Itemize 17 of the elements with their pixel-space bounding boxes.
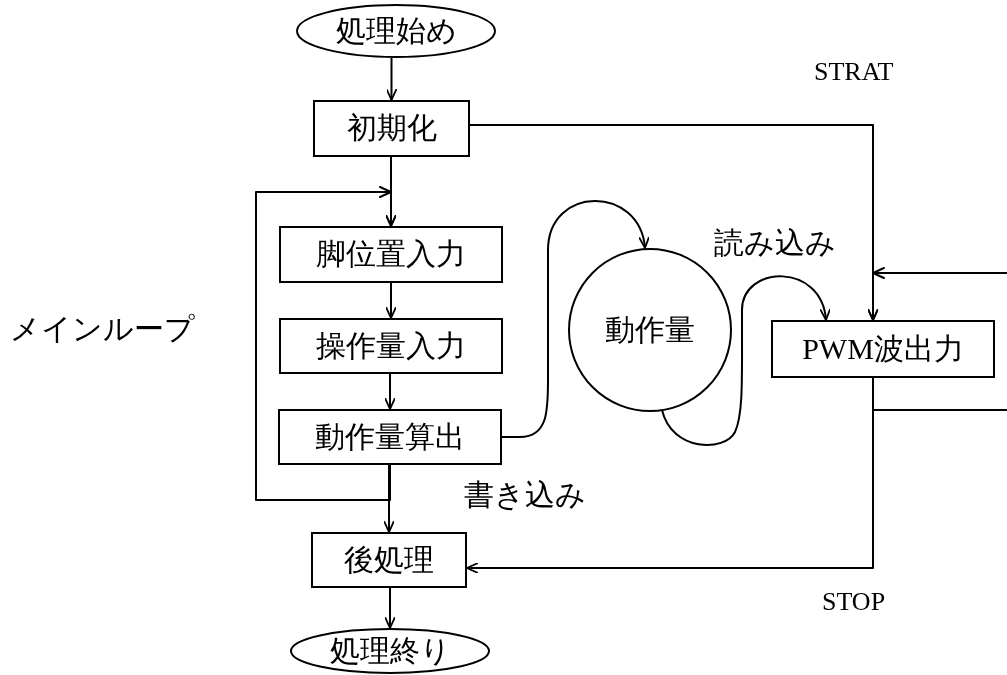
- arrow: [383, 464, 395, 533]
- arrow: [385, 282, 397, 319]
- process-box: 操作量入力: [279, 318, 503, 374]
- arrow: [501, 200, 649, 438]
- arrow: [384, 373, 396, 410]
- end-ellipse: 処理終り: [290, 628, 490, 674]
- process-box: 脚位置入力: [279, 226, 503, 283]
- start-ellipse: 処理始め: [296, 4, 496, 58]
- process-box: 後処理: [311, 532, 467, 588]
- arrow: [867, 267, 1007, 321]
- arrow: [255, 186, 397, 501]
- arrow: [385, 57, 398, 101]
- process-box: 動作量算出: [278, 409, 502, 465]
- arrow: [661, 275, 830, 446]
- arrow: [384, 587, 396, 629]
- process-box: PWM波出力: [771, 320, 995, 378]
- process-box: 初期化: [313, 100, 470, 157]
